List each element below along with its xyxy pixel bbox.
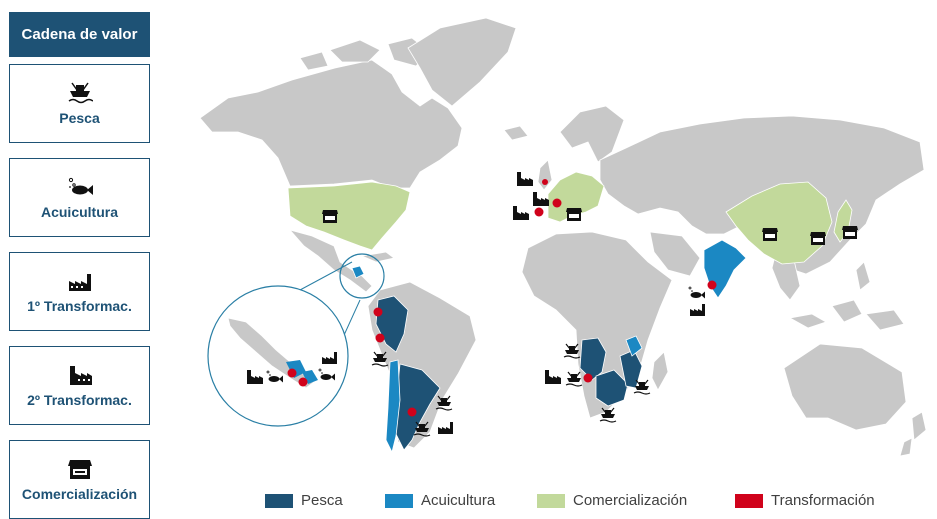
marker-transformacion [373, 307, 383, 317]
sidebar-item-comercializacion[interactable]: Comercialización [9, 440, 150, 519]
sidebar-item-label: 2º Transformac. [27, 391, 132, 408]
marker-transformacion [534, 207, 544, 217]
world-map [199, 17, 927, 457]
sidebar-item-label: Pesca [59, 109, 100, 126]
marker-transformacion [375, 333, 385, 343]
marker-transformacion [298, 377, 308, 387]
marker-transformacion [407, 407, 417, 417]
marker-transformacion [542, 179, 548, 185]
legend-item-comercializacion: Comercialización [537, 492, 687, 509]
marker-transformacion [552, 198, 562, 208]
factory-icon [690, 304, 705, 316]
store-icon [322, 210, 338, 223]
map-legend: Pesca Acuicultura Comercialización Trans… [265, 492, 937, 511]
factory-large-icon [517, 172, 533, 186]
sidebar-item-label: 1º Transformac. [27, 297, 132, 314]
legend-label: Pesca [301, 492, 343, 509]
sidebar-item-label: Acuicultura [40, 203, 118, 220]
store-icon [67, 459, 92, 479]
marker-transformacion [287, 368, 297, 378]
sidebar-item-label: Comercialización [21, 485, 138, 502]
legend-label: Transformación [771, 492, 875, 509]
legend-item-pesca: Pesca [265, 492, 343, 509]
legend-swatch [735, 493, 763, 508]
fishing-boat-icon [68, 82, 93, 103]
legend-swatch [537, 493, 565, 508]
store-icon [566, 208, 582, 221]
legend-item-transformacion: Transformación [735, 492, 875, 509]
legend-label: Comercialización [573, 492, 688, 509]
sidebar-item-segunda-transformacion[interactable]: 2º Transformac. [9, 346, 150, 425]
marker-transformacion [583, 373, 593, 383]
factory-large-icon [533, 192, 549, 206]
zoom-connector-top [299, 261, 353, 291]
legend-label: Acuicultura [421, 492, 496, 509]
zoom-source-circle [339, 253, 385, 299]
legend-swatch [385, 493, 413, 508]
store-icon [842, 226, 858, 239]
sidebar-title: Cadena de valor [9, 12, 150, 57]
marker-transformacion [707, 280, 717, 290]
factory-large-icon [545, 370, 561, 384]
store-icon [762, 228, 778, 241]
factory-large-icon [69, 365, 92, 385]
fish-icon [688, 286, 706, 299]
legend-swatch [265, 493, 293, 508]
transformacion-markers [287, 179, 717, 417]
factory-large-icon [513, 206, 529, 220]
sidebar-item-primera-transformacion[interactable]: 1º Transformac. [9, 252, 150, 331]
factory-icon [68, 273, 91, 291]
sidebar-item-pesca[interactable]: Pesca [9, 64, 150, 143]
store-icon [810, 232, 826, 245]
legend-item-acuicultura: Acuicultura [385, 492, 495, 509]
sidebar-item-acuicultura[interactable]: Acuicultura [9, 158, 150, 237]
factory-icon [438, 422, 453, 434]
fish-icon [68, 177, 93, 195]
